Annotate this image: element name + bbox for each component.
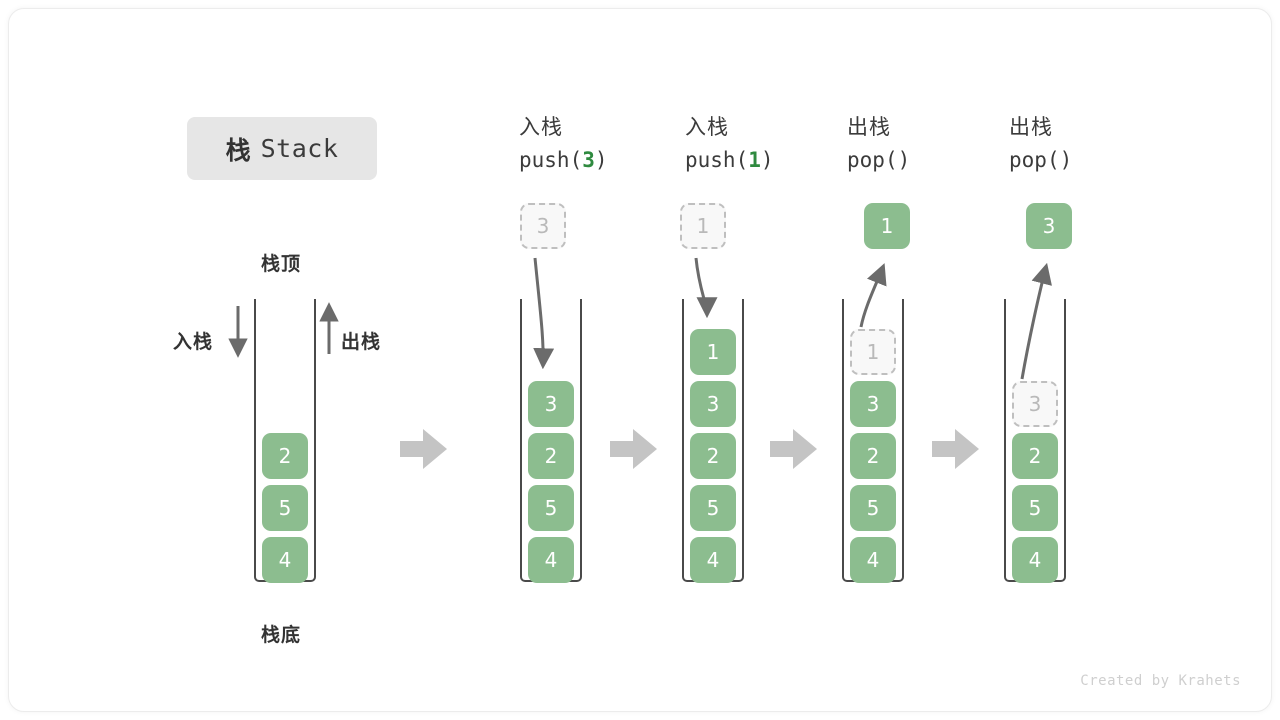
stack-after-pop-1-floating: 1 [864, 203, 910, 249]
stack-after-push-3-cell-1: 2 [528, 433, 574, 479]
stack-after-push-3-floating: 3 [520, 203, 566, 249]
stack-after-push-1-floating: 1 [680, 203, 726, 249]
stack-after-pop-1-cell-2: 2 [850, 433, 896, 479]
step-arrow-2-icon [610, 429, 657, 469]
stack-after-push-3-cell-3: 4 [528, 537, 574, 583]
stack-after-pop-3-cell-0: 3 [1012, 381, 1058, 427]
op-header-3-cn: 出栈 [1009, 115, 1053, 139]
footer-credit: Created by Krahets [1080, 673, 1241, 689]
label-stack-bottom: 栈底 [261, 624, 302, 646]
op-header-1-cn: 入栈 [685, 115, 729, 139]
op-header-3: 出栈 pop() [1009, 111, 1072, 172]
label-stack-top: 栈顶 [261, 253, 302, 275]
stack-after-push-1-cell-3: 5 [690, 485, 736, 531]
stack-after-push-3-cell-0: 3 [528, 381, 574, 427]
op-header-1-code: push(1) [685, 148, 774, 172]
stack-after-push-1-cell-0: 1 [690, 329, 736, 375]
op-header-0: 入栈 push(3) [519, 111, 608, 172]
stack-after-push-3-cell-2: 5 [528, 485, 574, 531]
stack-after-pop-1-cell-3: 5 [850, 485, 896, 531]
op-header-2-code: pop() [847, 148, 911, 172]
stack-initial-cell-0: 2 [262, 433, 308, 479]
title-cn: 栈 [225, 135, 252, 165]
arrow-overlay [228, 257, 1052, 469]
title-en: Stack [260, 134, 339, 163]
op-header-2: 出栈 pop() [847, 111, 910, 172]
op-header-1: 入栈 push(1) [685, 111, 774, 172]
diagram-title: 栈 Stack [187, 117, 377, 180]
step-arrow-4-icon [932, 429, 979, 469]
stack-after-pop-3-cell-3: 4 [1012, 537, 1058, 583]
stack-after-pop-3-floating: 3 [1026, 203, 1072, 249]
stack-after-pop-1-cell-4: 4 [850, 537, 896, 583]
label-push-direction: 入栈 [173, 331, 214, 353]
stack-after-pop-3-cell-1: 2 [1012, 433, 1058, 479]
op-header-3-code: pop() [1009, 148, 1073, 172]
op-header-0-code: push(3) [519, 148, 608, 172]
op-header-0-cn: 入栈 [519, 115, 563, 139]
stack-after-push-1-cell-4: 4 [690, 537, 736, 583]
diagram-card: 栈 Stack 栈顶 入栈 出栈 栈底 入栈 push(3) 入栈 push(1… [8, 8, 1272, 712]
stack-initial-cell-1: 5 [262, 485, 308, 531]
stack-initial-cell-2: 4 [262, 537, 308, 583]
stack-after-push-1-cell-1: 3 [690, 381, 736, 427]
label-pop-direction: 出栈 [341, 331, 382, 353]
stack-after-pop-1-cell-0: 1 [850, 329, 896, 375]
op-header-2-cn: 出栈 [847, 115, 891, 139]
step-arrow-3-icon [770, 429, 817, 469]
stack-after-pop-3-cell-2: 5 [1012, 485, 1058, 531]
stack-after-pop-1-cell-1: 3 [850, 381, 896, 427]
step-arrow-1-icon [400, 429, 447, 469]
stack-after-push-1-cell-2: 2 [690, 433, 736, 479]
